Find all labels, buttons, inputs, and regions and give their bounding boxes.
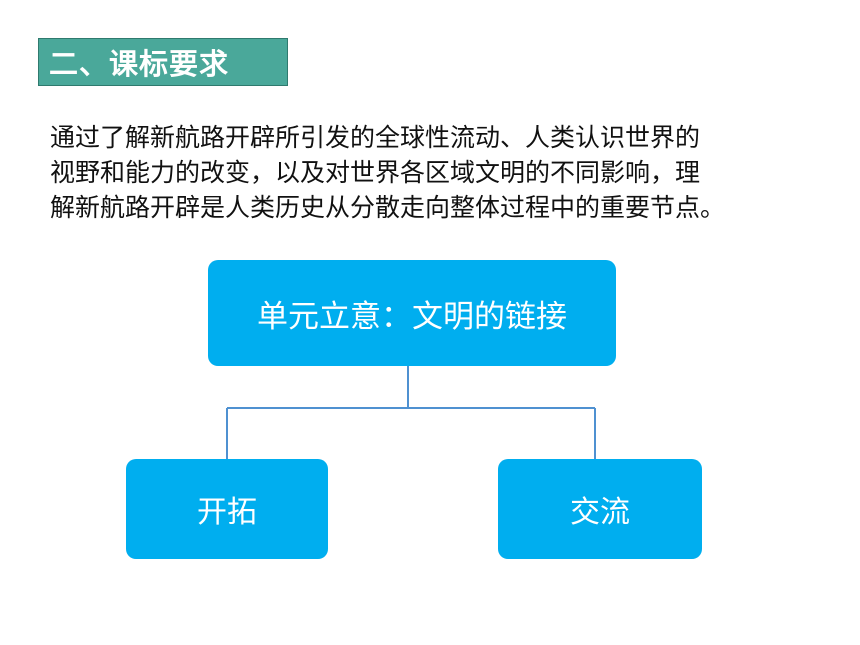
requirement-line: 视野和能力的改变，以及对世界各区域文明的不同影响，理	[50, 158, 701, 187]
requirement-line: 解新航路开辟是人类历史从分散走向整体过程中的重要节点。	[50, 193, 726, 222]
requirement-line: 通过了解新航路开辟所引发的全球性流动、人类认识世界的	[50, 123, 701, 152]
diagram-node-exchange: 交流	[498, 459, 702, 559]
section-title: 二、课标要求	[49, 47, 230, 81]
node-root-label: 单元立意：文明的链接	[257, 298, 567, 335]
requirement-paragraph: 通过了解新航路开辟所引发的全球性流动、人类认识世界的 视野和能力的改变，以及对世…	[50, 120, 830, 225]
node-pioneer-label: 开拓	[197, 495, 257, 530]
diagram-node-root: 单元立意：文明的链接	[208, 260, 616, 366]
node-exchange-label: 交流	[570, 495, 630, 530]
diagram-node-pioneer: 开拓	[126, 459, 328, 559]
section-header: 二、课标要求	[38, 38, 288, 86]
